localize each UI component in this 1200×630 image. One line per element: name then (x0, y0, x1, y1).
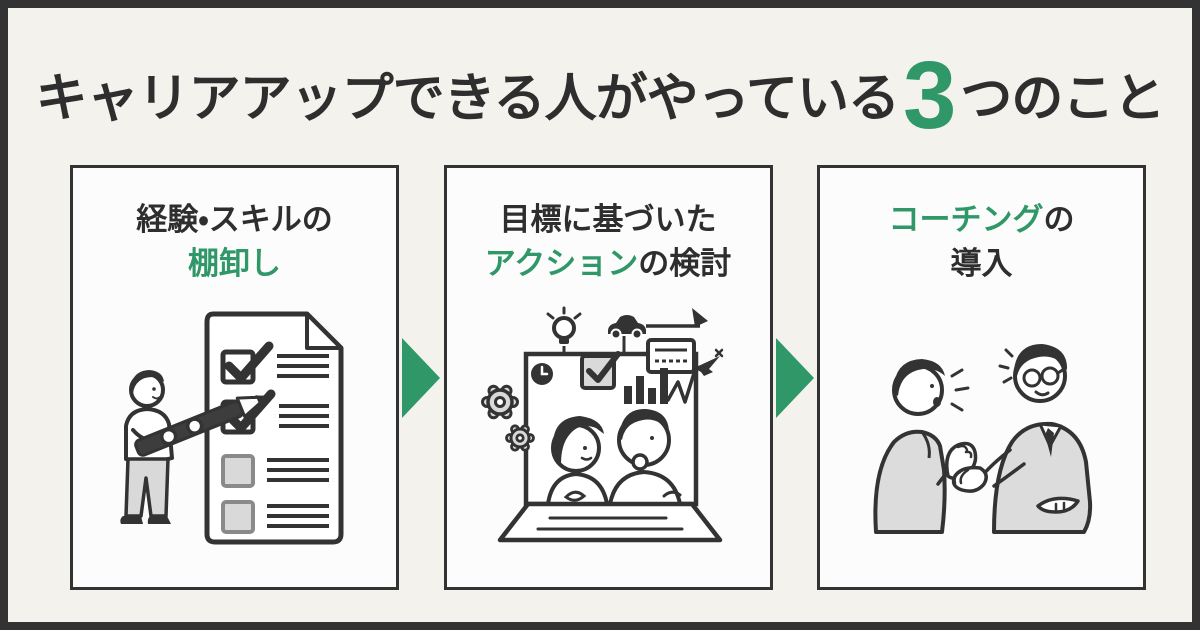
zigzag-line (666, 367, 697, 404)
page-title: キャリアアップできる人がやっている 3 つのこと (8, 38, 1192, 148)
step-2-illustration (447, 286, 770, 587)
step-1-heading-line2: 棚卸し (187, 246, 281, 282)
step-2-heading: 目標に基づいた アクションの検討 (485, 198, 731, 286)
glasses-icon (1022, 366, 1065, 388)
title-prefix: キャリアアップできる人がやっている (35, 69, 900, 128)
checkbox-icon (580, 350, 621, 390)
step-2-heading-line2-accent: アクション (484, 246, 639, 282)
arrow-right-icon (402, 337, 441, 418)
step-1-heading: 経験・スキルの 棚卸し (136, 198, 333, 286)
speaker-figure (872, 358, 977, 534)
planning-illustration (481, 306, 724, 542)
coaching-illustration (872, 343, 1092, 534)
title-suffix: つのこと (960, 69, 1165, 128)
tie-icon (1044, 427, 1054, 457)
step-3-heading-line1-rest: の (1043, 202, 1075, 237)
gear-icon (481, 384, 519, 419)
step-1-illustration (73, 286, 396, 587)
step-2-heading-line2-rest: の検討 (638, 246, 732, 282)
person-figure (119, 369, 268, 524)
step-3-illustration (820, 286, 1143, 587)
step-3-heading-line1-accent: コーチング (888, 202, 1044, 237)
flow-arrow-2 (773, 165, 818, 590)
title-number: 3 (902, 41, 957, 149)
step-card-2: 目標に基づいた アクションの検討 (443, 165, 773, 590)
car-icon (608, 314, 646, 340)
arrow-right-icon (775, 337, 814, 418)
trend-arrow-icon (646, 307, 708, 328)
step-1-heading-line1: 経験・スキルの (136, 202, 333, 237)
step-2-heading-line1: 目標に基づいた (499, 202, 717, 237)
pencil-icon (133, 394, 268, 457)
steps-row: 経験・スキルの 棚卸し (70, 165, 1146, 590)
checklist-illustration (119, 311, 343, 545)
step-card-1: 経験・スキルの 棚卸し (70, 165, 399, 590)
step-card-3: コーチングの 導入 (817, 165, 1146, 590)
laptop-base (497, 501, 723, 542)
woman-figure (546, 415, 609, 506)
bar-chart-icon (624, 367, 668, 404)
plane-icon (694, 348, 724, 376)
flow-arrow-1 (399, 165, 444, 590)
emphasis-lines (998, 348, 1013, 384)
clock-icon (531, 362, 553, 385)
note-card-icon (646, 337, 696, 374)
step-3-heading: コーチングの 導入 (889, 198, 1075, 286)
speech-lines (950, 368, 969, 412)
gear-small-icon (505, 423, 535, 452)
lightbulb-icon (546, 306, 582, 344)
coach-figure (951, 343, 1092, 534)
step-3-heading-line2: 導入 (950, 246, 1013, 282)
man-figure (608, 408, 682, 506)
